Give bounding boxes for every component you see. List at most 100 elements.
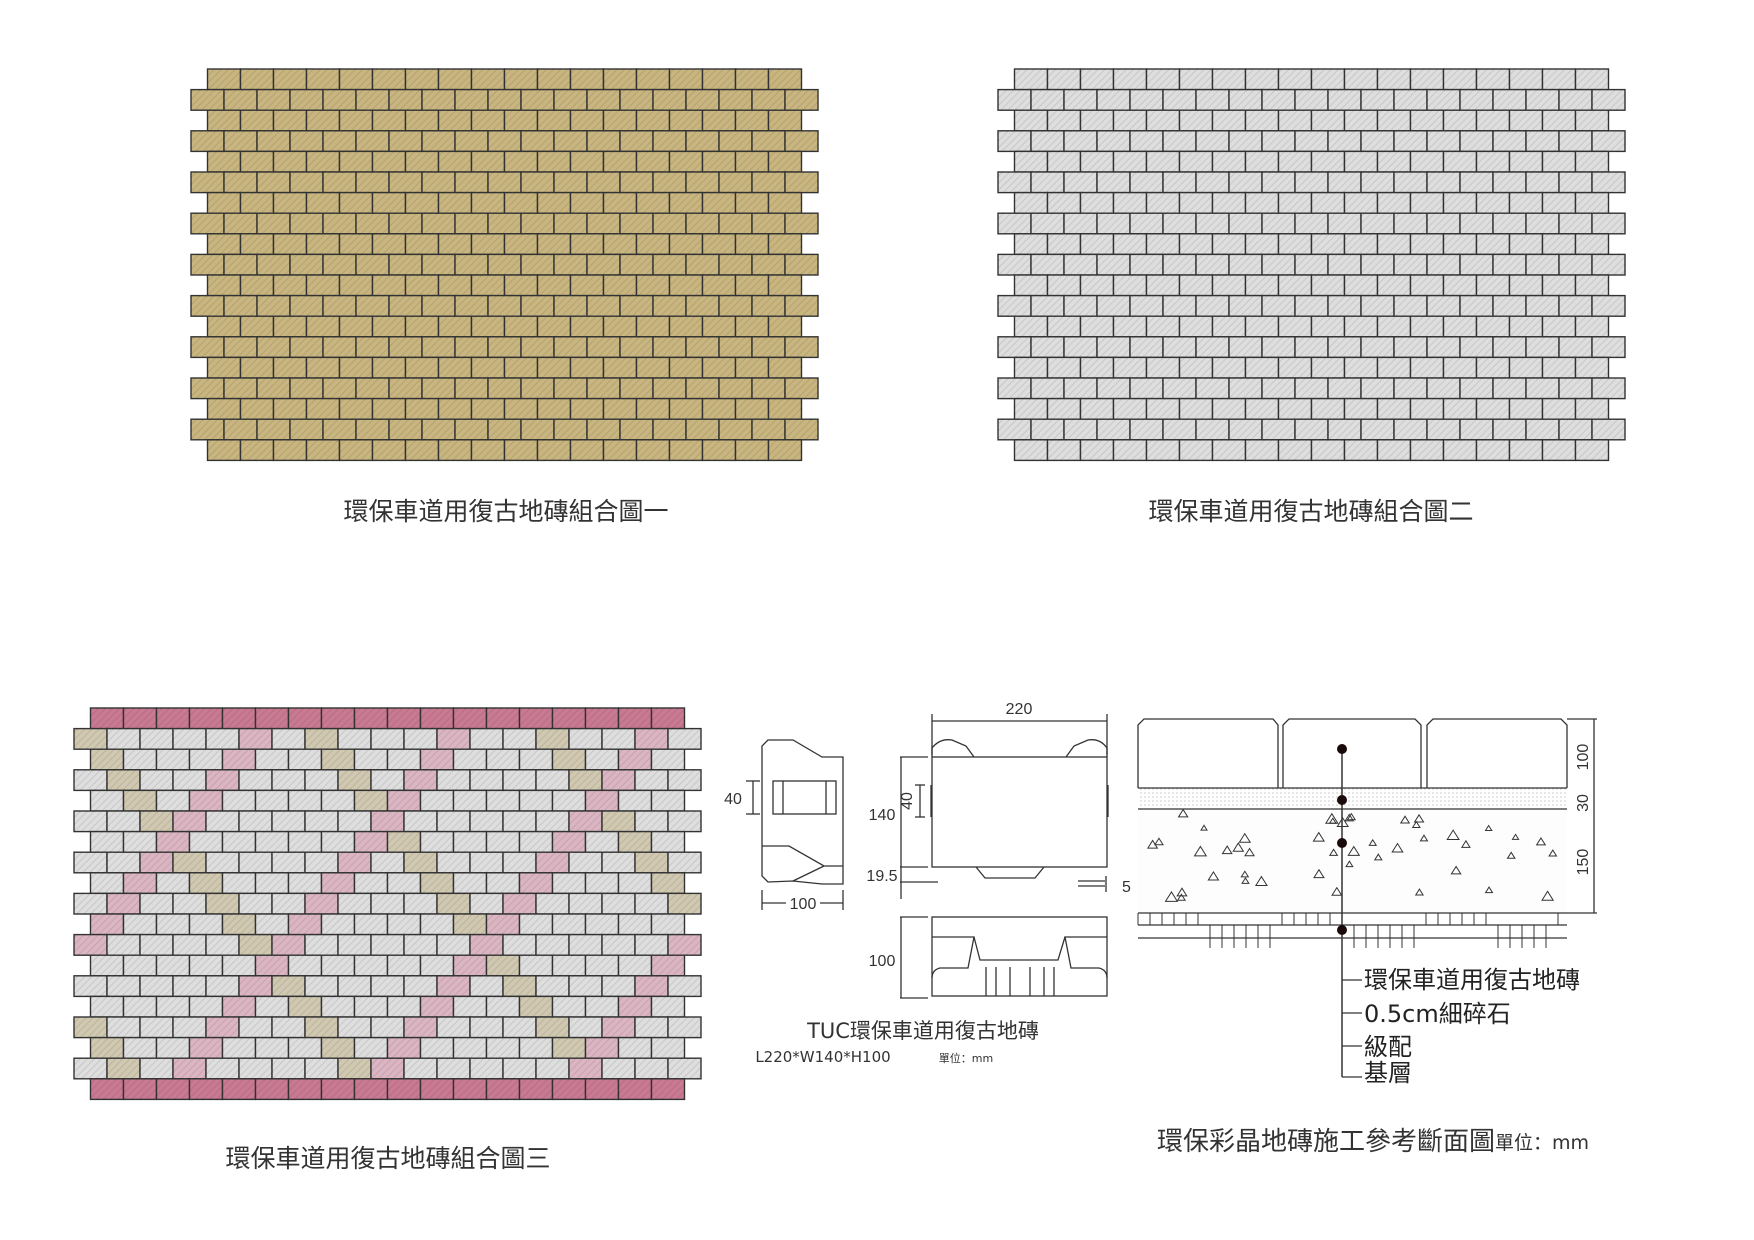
brick-texture (272, 1017, 305, 1038)
brick-texture (504, 233, 538, 255)
brick-texture (537, 439, 571, 461)
brick-texture (1130, 378, 1163, 399)
brick-texture (719, 419, 752, 440)
brick-texture (1460, 295, 1493, 317)
brick-texture (486, 955, 520, 976)
brick-texture (455, 419, 488, 440)
brick-texture (488, 172, 521, 193)
brick-texture (1592, 130, 1625, 152)
brick-texture (338, 1017, 371, 1038)
pattern-3-caption: 環保車道用復古地磚組合圖三 (225, 1144, 550, 1173)
brick-texture (140, 769, 173, 791)
brick-texture (1014, 439, 1048, 461)
brick-texture (636, 316, 670, 337)
brick-texture (371, 728, 404, 750)
brick-texture (1047, 233, 1081, 255)
brick-texture (453, 872, 487, 894)
brick-texture (1460, 172, 1493, 193)
brick-texture (222, 708, 256, 729)
brick-texture (222, 914, 256, 935)
brick-texture (1014, 357, 1048, 378)
brick-texture (123, 996, 157, 1017)
brick-texture (686, 419, 719, 440)
brick-texture (603, 151, 637, 172)
brick-texture (1394, 336, 1427, 358)
brick-texture (173, 1017, 206, 1038)
brick-texture (1410, 69, 1444, 90)
brick-texture (504, 151, 538, 172)
brick-texture (321, 831, 355, 853)
brick-texture (1542, 151, 1576, 172)
brick-texture (1080, 69, 1114, 90)
brick-texture (1311, 275, 1345, 296)
brick-texture (1080, 439, 1114, 461)
brick-texture (537, 275, 571, 296)
brick-texture (74, 852, 107, 873)
brick-texture (405, 151, 439, 172)
brick-texture (635, 934, 668, 956)
brick-texture (636, 233, 670, 255)
brick-texture (1476, 110, 1510, 131)
brick-texture (998, 89, 1031, 111)
brick-texture (189, 790, 223, 811)
brick-texture (537, 192, 571, 214)
brick-texture (488, 378, 521, 399)
brick-texture (552, 955, 586, 976)
brick-texture (339, 357, 373, 378)
brick-texture (305, 1017, 338, 1038)
brick-texture (1130, 295, 1163, 317)
brick-texture (356, 89, 389, 111)
brick-texture (1460, 336, 1493, 358)
brick-texture (521, 89, 554, 111)
brick-texture (255, 955, 289, 976)
brick-texture (1278, 233, 1312, 255)
brick-texture (354, 914, 388, 935)
brick-texture (140, 811, 173, 832)
brick-texture (653, 89, 686, 111)
brick-texture (372, 192, 406, 214)
brick-texture (1229, 419, 1262, 440)
brick-texture (768, 398, 802, 420)
brick-texture (372, 275, 406, 296)
brick-texture (686, 254, 719, 275)
brick-texture (503, 893, 536, 914)
brick-texture (240, 357, 274, 378)
brick-texture (387, 872, 421, 894)
brick-texture (1097, 254, 1130, 275)
brick-texture (1179, 110, 1213, 131)
brick-texture (785, 378, 818, 399)
brick-texture (785, 419, 818, 440)
brick-texture (1295, 89, 1328, 111)
brick-texture (585, 955, 619, 976)
brick-texture (521, 419, 554, 440)
brick-texture (1575, 398, 1609, 420)
brick-texture (1526, 172, 1559, 193)
brick-texture (504, 357, 538, 378)
brick-texture (372, 398, 406, 420)
brick-texture (587, 213, 620, 234)
brick-texture (602, 1058, 635, 1079)
brick-texture (503, 852, 536, 873)
brick-texture (653, 213, 686, 234)
brick-texture (306, 69, 340, 90)
brick-texture (471, 192, 505, 214)
brick-texture (569, 769, 602, 791)
brick-texture (1295, 295, 1328, 317)
brick-texture (1394, 378, 1427, 399)
brick-texture (156, 831, 190, 853)
brick-texture (1328, 336, 1361, 358)
gravel-triangle (1450, 865, 1462, 875)
brick-texture (455, 130, 488, 152)
brick-texture (437, 1017, 470, 1038)
brick-side-view: 40 100 (724, 739, 844, 913)
brick-texture (1559, 172, 1592, 193)
brick-texture (1394, 295, 1427, 317)
brick-texture (1262, 89, 1295, 111)
brick-texture (570, 275, 604, 296)
brick-texture (255, 914, 289, 935)
marker-dot (1337, 925, 1347, 935)
brick-texture (438, 398, 472, 420)
brick-texture (504, 110, 538, 131)
brick-texture (785, 89, 818, 111)
brick-texture (321, 996, 355, 1017)
